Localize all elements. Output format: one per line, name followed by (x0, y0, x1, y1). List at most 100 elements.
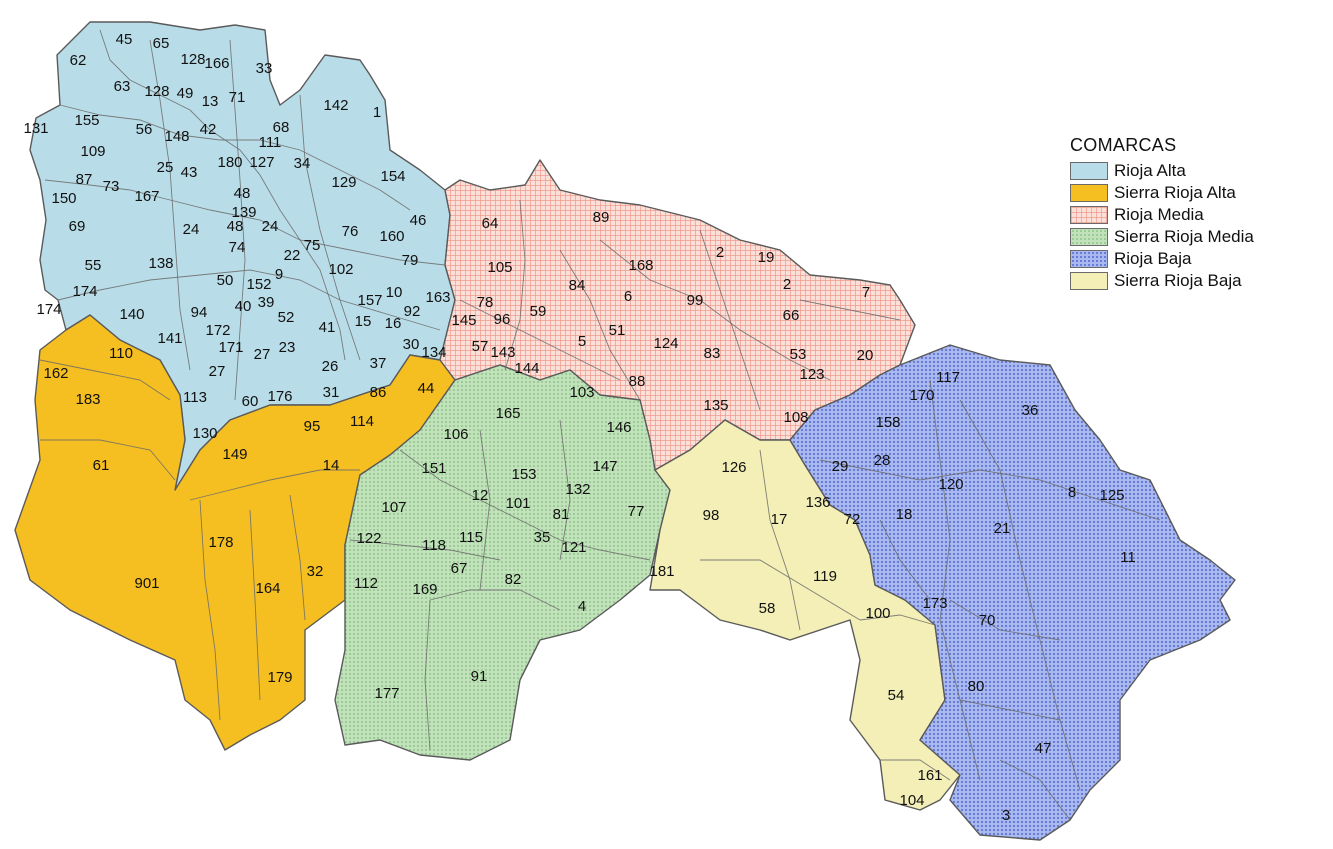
legend-label: Sierra Rioja Media (1114, 227, 1254, 246)
muni-number: 117 (936, 369, 960, 386)
muni-number: 107 (381, 499, 406, 516)
municipality-numbers: 45 65 62 128 166 33 63 128 49 71 13 142 … (23, 31, 1135, 824)
muni-number: 166 (204, 55, 229, 72)
legend-label: Sierra Rioja Baja (1114, 271, 1242, 290)
muni-number: 179 (267, 669, 292, 686)
muni-number: 89 (593, 209, 610, 226)
muni-number: 8 (1068, 484, 1076, 501)
muni-number: 31 (323, 384, 340, 401)
muni-number: 174 (36, 301, 61, 318)
muni-number: 140 (119, 306, 144, 323)
muni-number: 128 (180, 51, 205, 68)
muni-number: 124 (653, 335, 678, 352)
muni-number: 113 (183, 389, 207, 406)
muni-number: 59 (530, 303, 547, 320)
muni-number: 83 (704, 345, 721, 362)
municipal-boundaries (39, 29, 1161, 821)
muni-number: 24 (262, 218, 279, 235)
legend-item: Sierra Rioja Media (1070, 226, 1332, 248)
muni-number: 19 (758, 249, 775, 266)
muni-number: 4 (578, 598, 586, 615)
muni-number: 81 (553, 506, 570, 523)
legend-title: COMARCAS (1070, 135, 1177, 155)
muni-number: 125 (1099, 487, 1124, 504)
muni-number: 148 (164, 128, 189, 145)
muni-number: 151 (421, 460, 446, 477)
muni-number: 43 (181, 164, 198, 181)
muni-number: 176 (267, 388, 292, 405)
muni-number: 11 (1120, 549, 1136, 566)
muni-number: 143 (490, 344, 515, 361)
muni-number: 18 (896, 506, 913, 523)
muni-number: 173 (922, 595, 947, 612)
muni-number: 94 (191, 304, 208, 321)
muni-number: 13 (202, 93, 219, 110)
muni-number: 35 (534, 529, 551, 546)
muni-number: 74 (229, 239, 246, 256)
muni-number: 181 (649, 563, 674, 580)
muni-number: 65 (153, 35, 170, 52)
muni-number: 16 (385, 315, 402, 332)
muni-number: 161 (917, 767, 942, 784)
muni-number: 153 (511, 466, 536, 483)
muni-number: 48 (227, 218, 244, 235)
muni-number: 41 (319, 319, 336, 336)
muni-number: 112 (354, 575, 378, 592)
muni-number: 177 (374, 685, 399, 702)
muni-number: 14 (323, 457, 340, 474)
muni-number: 2 (783, 276, 791, 293)
muni-number: 78 (477, 294, 494, 311)
muni-number: 119 (813, 568, 837, 585)
legend-item: Rioja Baja (1070, 248, 1332, 270)
muni-number: 154 (380, 168, 405, 185)
map-legend: COMARCAS Rioja Alta Sierra Rioja Alta Ri… (1070, 135, 1332, 292)
muni-number: 3 (1002, 807, 1010, 824)
muni-number: 118 (422, 537, 446, 554)
muni-number: 54 (888, 687, 905, 704)
muni-number: 103 (569, 384, 594, 401)
muni-number: 24 (183, 221, 200, 238)
muni-number: 66 (783, 307, 800, 324)
muni-number: 70 (979, 612, 996, 629)
muni-number: 87 (76, 171, 93, 188)
muni-number: 49 (177, 85, 194, 102)
legend-item: Sierra Rioja Alta (1070, 182, 1332, 204)
muni-number: 144 (514, 360, 539, 377)
muni-number: 75 (304, 237, 321, 254)
muni-number: 60 (242, 393, 259, 410)
muni-number: 136 (805, 494, 830, 511)
muni-number: 171 (218, 339, 243, 356)
muni-number: 27 (209, 363, 226, 380)
muni-number: 76 (342, 223, 359, 240)
muni-number: 172 (205, 322, 230, 339)
muni-number: 110 (109, 345, 133, 362)
muni-number: 28 (874, 452, 891, 469)
muni-number: 48 (234, 185, 251, 202)
muni-number: 131 (23, 120, 48, 137)
muni-number: 2 (716, 244, 724, 261)
muni-number: 88 (629, 373, 646, 390)
muni-number: 132 (565, 481, 590, 498)
legend-swatch (1070, 162, 1108, 180)
muni-number: 138 (148, 255, 173, 272)
muni-number: 61 (93, 457, 110, 474)
muni-number: 169 (412, 581, 437, 598)
muni-number: 5 (578, 333, 586, 350)
muni-number: 45 (116, 31, 133, 48)
muni-number: 10 (386, 284, 403, 301)
legend-item: Rioja Alta (1070, 160, 1332, 182)
muni-number: 95 (304, 418, 321, 435)
muni-number: 47 (1035, 740, 1052, 757)
muni-number: 37 (370, 355, 387, 372)
muni-number: 114 (350, 413, 374, 430)
muni-number: 68 (273, 119, 290, 136)
muni-number: 91 (471, 668, 488, 685)
muni-number: 27 (254, 346, 271, 363)
muni-number: 183 (75, 391, 100, 408)
muni-number: 127 (249, 154, 274, 171)
muni-number: 50 (217, 272, 234, 289)
muni-number: 100 (865, 605, 890, 622)
muni-number: 121 (561, 539, 586, 556)
muni-number: 36 (1022, 402, 1039, 419)
muni-number: 145 (451, 312, 476, 329)
